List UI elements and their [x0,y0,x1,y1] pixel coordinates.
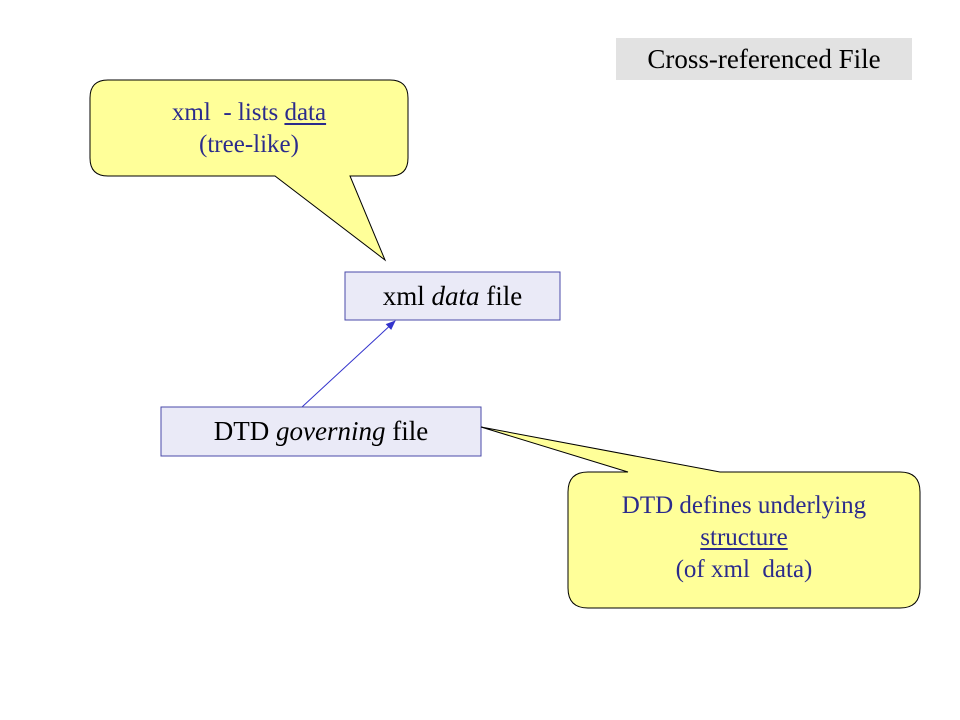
page-title: Cross-referenced File [616,38,912,80]
dtd-box-suffix: file [385,416,429,446]
data-link[interactable]: data [284,99,327,126]
xml-box-suffix: file [479,281,523,311]
xml-data-file-box [344,271,561,321]
xml-callout-line2: (tree-like) [199,131,299,158]
xml-callout-bubble [89,79,409,262]
dtd-governing-file-label: DTD governing file [161,415,481,447]
xml-callout-text: xml - lists data (tree-like) [90,97,408,161]
dtd-callout-line2: structure [568,522,920,554]
dtd-callout-line1: DTD defines underlying [621,492,867,519]
dtd-callout-text: DTD defines underlying structure (of xml… [568,490,920,586]
dtd-box-emph: governing [276,416,386,446]
xml-box-prefix: xml [382,281,432,311]
structure-link[interactable]: structure [700,524,788,551]
xml-box-emph: data [431,281,480,311]
dtd-box-prefix: DTD [213,416,277,446]
dtd-callout-bubble [480,426,921,609]
xml-callout-line1: xml - lists data [90,97,408,129]
xml-data-file-label: xml data file [345,280,560,312]
dtd-callout-line3: (of xml data) [675,556,813,583]
governs-arrow [301,320,396,408]
xml-callout-prefix: xml - lists [171,99,285,126]
dtd-governing-file-box [160,406,482,457]
